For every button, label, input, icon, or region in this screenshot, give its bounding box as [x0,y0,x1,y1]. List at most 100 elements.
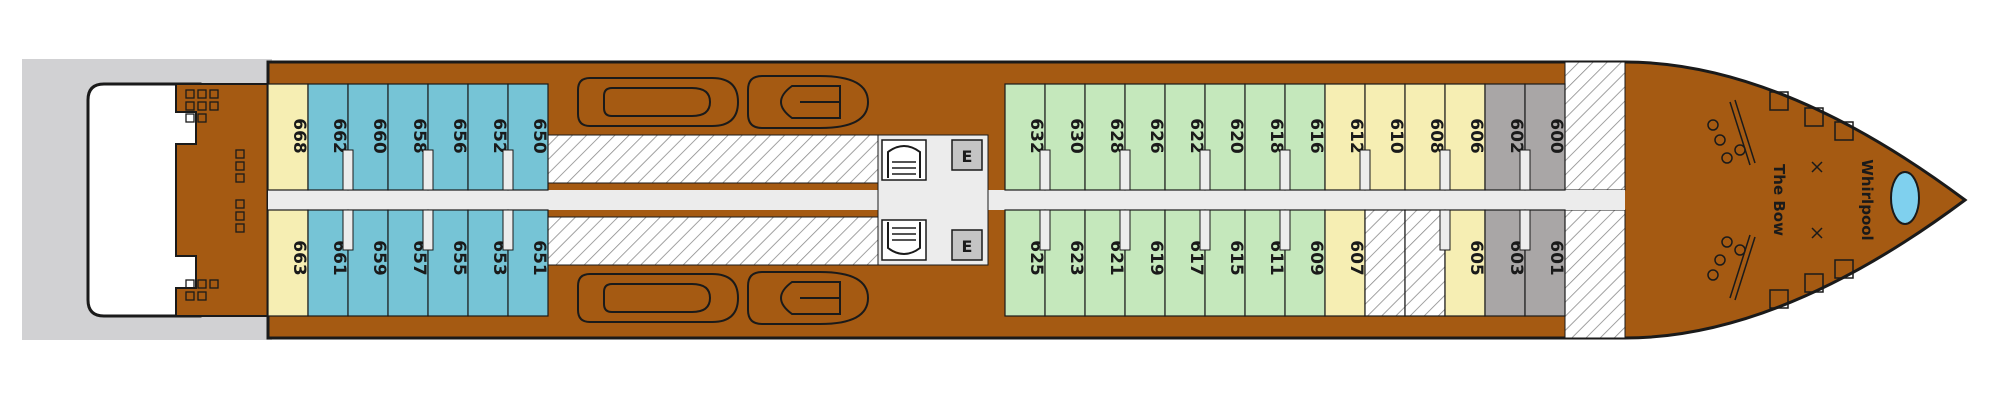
cabin-entry [1119,149,1131,191]
cabin-number: 630 [1066,118,1086,154]
bow-label: The Bow [1770,164,1788,236]
bow-seating [1707,91,1854,309]
fwd-hatch-top [1564,61,1626,191]
cabin-number: 652 [489,118,509,154]
cabin-entry [342,209,354,251]
cabin-656[interactable] [427,83,469,191]
cabin-number: 651 [529,240,549,276]
cabin-number: 622 [1186,118,1206,154]
cabin-number: 607 [1346,240,1366,276]
cabin-entry [1279,149,1291,191]
cabin-number: 623 [1066,240,1086,276]
cabin-653[interactable] [467,209,509,317]
cabin-number: 663 [289,240,309,276]
cabin-number: 602 [1506,118,1526,154]
cabin-620[interactable] [1204,83,1246,191]
lifeboat-top [577,75,870,129]
cabin-661[interactable] [307,209,349,317]
cabin-number: 660 [369,118,389,154]
cabin-entry [422,149,434,191]
staircase-bottom [881,219,927,261]
cabin-657[interactable] [387,209,429,317]
staircase-top [881,139,927,181]
cabin-entry [1199,209,1211,251]
cabin-entry [1039,209,1051,251]
cabin-number: 626 [1146,118,1166,154]
cabin-659[interactable] [347,209,389,317]
cabin-611[interactable] [1244,209,1286,317]
cabin-663[interactable] [267,209,309,317]
cabin-number: 619 [1146,240,1166,276]
cabin-603[interactable] [1484,209,1526,317]
cabin-618[interactable] [1244,83,1286,191]
stair-hatch-top [547,134,879,184]
cabin-number: 655 [449,240,469,276]
cabin-storage[interactable] [1364,209,1406,317]
stern-furniture [185,89,245,301]
cabin-655[interactable] [427,209,469,317]
cabin-621[interactable] [1084,209,1126,317]
cabin-entry [1199,149,1211,191]
cabin-entry [1519,149,1531,191]
cabin-storage[interactable] [1404,209,1446,317]
cabin-619[interactable] [1124,209,1166,317]
cabin-number: 659 [369,240,389,276]
elevator-label: E [962,237,973,256]
cabin-626[interactable] [1124,83,1166,191]
cabin-668[interactable] [267,83,309,191]
cabin-number: 610 [1386,118,1406,154]
cabin-number: 606 [1466,118,1486,154]
cabin-entry [502,209,514,251]
cabin-number: 668 [289,118,309,154]
cabin-630[interactable] [1044,83,1086,191]
cabin-652[interactable] [467,83,509,191]
cabin-623[interactable] [1044,209,1086,317]
cabin-606[interactable] [1444,83,1486,191]
cabin-number: 620 [1226,118,1246,154]
cabin-628[interactable] [1084,83,1126,191]
cabin-662[interactable] [307,83,349,191]
cabin-609[interactable] [1284,209,1326,317]
cabin-number: 601 [1546,240,1566,276]
cabin-660[interactable] [347,83,389,191]
elevator-top: E [951,139,983,171]
cabin-entry [342,149,354,191]
cabin-615[interactable] [1204,209,1246,317]
cabin-number: 616 [1306,118,1326,154]
cabin-number: 628 [1106,118,1126,154]
cabin-number: 650 [529,118,549,154]
cabin-entry [1039,149,1051,191]
cabin-625[interactable] [1004,209,1046,317]
cabin-602[interactable] [1484,83,1526,191]
cabin-600[interactable] [1524,83,1566,191]
cabin-entry [1439,209,1451,251]
stair-hatch-bottom [547,216,879,266]
cabin-616[interactable] [1284,83,1326,191]
cabin-number: 632 [1026,118,1046,154]
cabin-number: 615 [1226,240,1246,276]
cabin-622[interactable] [1164,83,1206,191]
cabin-entry [1119,209,1131,251]
cabin-entry [1439,149,1451,191]
cabin-651[interactable] [507,209,549,317]
cabin-number: 658 [409,118,429,154]
whirlpool-label: Whirlpool [1858,159,1876,240]
cabin-605[interactable] [1444,209,1486,317]
cabin-number: 618 [1266,118,1286,154]
cabin-610[interactable] [1364,83,1406,191]
cabin-number: 608 [1426,118,1446,154]
cabin-entry [502,149,514,191]
cabin-entry [1359,149,1371,191]
cabin-608[interactable] [1404,83,1446,191]
cabin-number: 600 [1546,118,1566,154]
cabin-number: 612 [1346,118,1366,154]
fwd-corridor [1565,190,1625,210]
cabin-658[interactable] [387,83,429,191]
cabin-601[interactable] [1524,209,1566,317]
aft-platform [86,82,202,318]
cabin-number: 656 [449,118,469,154]
cabin-650[interactable] [507,83,549,191]
elevator-bottom: E [951,229,983,261]
